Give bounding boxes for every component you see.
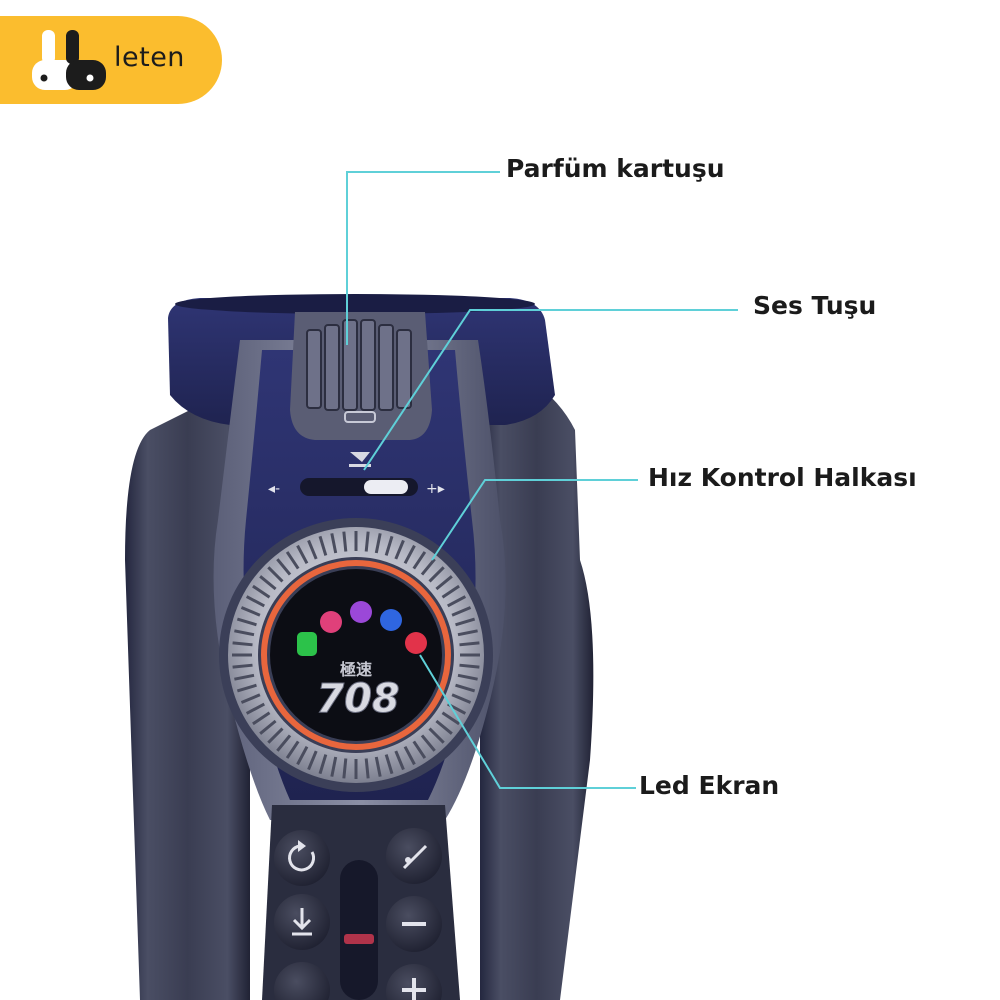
dial-ridge	[384, 754, 394, 775]
reset-button[interactable]	[274, 830, 330, 886]
dial-ridge	[451, 693, 472, 704]
dial-ridge	[259, 719, 277, 735]
dial-ridge	[267, 566, 284, 583]
dial-ridge	[364, 758, 370, 779]
dial-ridge	[318, 535, 328, 556]
dial-ridge	[236, 683, 257, 693]
dial-ridge	[276, 734, 292, 752]
brand-name: leten	[114, 42, 185, 73]
dial-ridge	[245, 595, 265, 608]
brand-logo: leten	[0, 16, 222, 104]
dial-ridge	[267, 727, 284, 744]
dial-ridge	[457, 629, 478, 637]
perfume-cartridge	[290, 312, 432, 440]
dial-ridge	[420, 558, 436, 576]
dial-ridge	[240, 693, 261, 704]
dial-ridge	[403, 746, 416, 766]
dial-ridge	[318, 754, 328, 775]
dial-ridge	[374, 756, 382, 777]
dial-ridge	[245, 702, 265, 715]
dial-ridge	[412, 551, 427, 570]
volume-button[interactable]	[300, 452, 418, 496]
callout-perfume-cartridge: Parfüm kartuşu	[506, 154, 725, 183]
dial-ridge	[394, 750, 405, 771]
bluetooth-icon	[380, 609, 402, 631]
plus-button[interactable]	[386, 964, 442, 1000]
lips-icon	[405, 632, 427, 654]
dial-ridge	[394, 539, 405, 560]
dial-ridge	[457, 673, 478, 681]
dial-ridge	[428, 566, 445, 583]
dial-ridge	[232, 641, 253, 647]
screen-model-number: 708	[316, 676, 400, 722]
dial-ridge	[455, 617, 476, 627]
dial-ridge	[330, 533, 338, 554]
dial-ridge	[240, 606, 261, 617]
dial-ridge	[403, 544, 416, 564]
mode-button[interactable]	[386, 828, 442, 884]
battery-icon	[297, 632, 317, 656]
dial-ridge	[285, 740, 300, 759]
volume-up-icon: +▸	[426, 481, 445, 497]
dial-ridge	[252, 711, 271, 726]
dial-ridge	[428, 727, 445, 744]
dial-ridge	[420, 734, 436, 752]
dial-ridge	[285, 551, 300, 570]
brand-rabbit-icon	[32, 30, 106, 90]
dial-ridge	[307, 750, 318, 771]
dial-ridge	[441, 584, 460, 599]
callout-volume-button: Ses Tuşu	[753, 291, 877, 320]
dial-ridge	[384, 535, 394, 556]
dial-ridge	[342, 531, 348, 552]
wrench-button[interactable]	[274, 962, 330, 1000]
dial-ridge	[364, 531, 370, 552]
dial-ridge	[412, 740, 427, 759]
dial-ridge	[374, 533, 382, 554]
mode-icon-purple	[350, 601, 372, 623]
dial-ridge	[342, 758, 348, 779]
dial-ridge	[451, 606, 472, 617]
dial-ridge	[435, 575, 453, 591]
dial-ridge	[234, 673, 255, 681]
minus-button[interactable]	[386, 896, 442, 952]
volume-down-icon: ◂-	[268, 481, 280, 497]
dial-ridge	[459, 641, 480, 647]
download-button[interactable]	[274, 894, 330, 950]
dial-ridge	[447, 595, 467, 608]
dial-ridge	[276, 558, 292, 576]
dial-ridge	[330, 756, 338, 777]
callout-led-screen: Led Ekran	[639, 771, 780, 800]
dial-ridge	[252, 584, 271, 599]
dial-ridge	[455, 683, 476, 693]
dial-ridge	[236, 617, 257, 627]
led-screen: 極速 708	[270, 569, 442, 741]
screen-subtext: 極速	[339, 660, 372, 679]
callout-speed-ring: Hız Kontrol Halkası	[648, 463, 917, 492]
dial-ridge	[232, 663, 253, 669]
dial-ridge	[259, 575, 277, 591]
dial-ridge	[234, 629, 255, 637]
mode-icon-pink	[320, 611, 342, 633]
callout-leader-lines	[346, 171, 738, 789]
dial-ridge	[296, 544, 309, 564]
dial-ridge	[441, 711, 460, 726]
dial-ridge	[296, 746, 309, 766]
dial-ridge	[459, 663, 480, 669]
device-right-shell	[480, 380, 594, 1000]
dial-ridge	[435, 719, 453, 735]
dial-ridge	[307, 539, 318, 560]
